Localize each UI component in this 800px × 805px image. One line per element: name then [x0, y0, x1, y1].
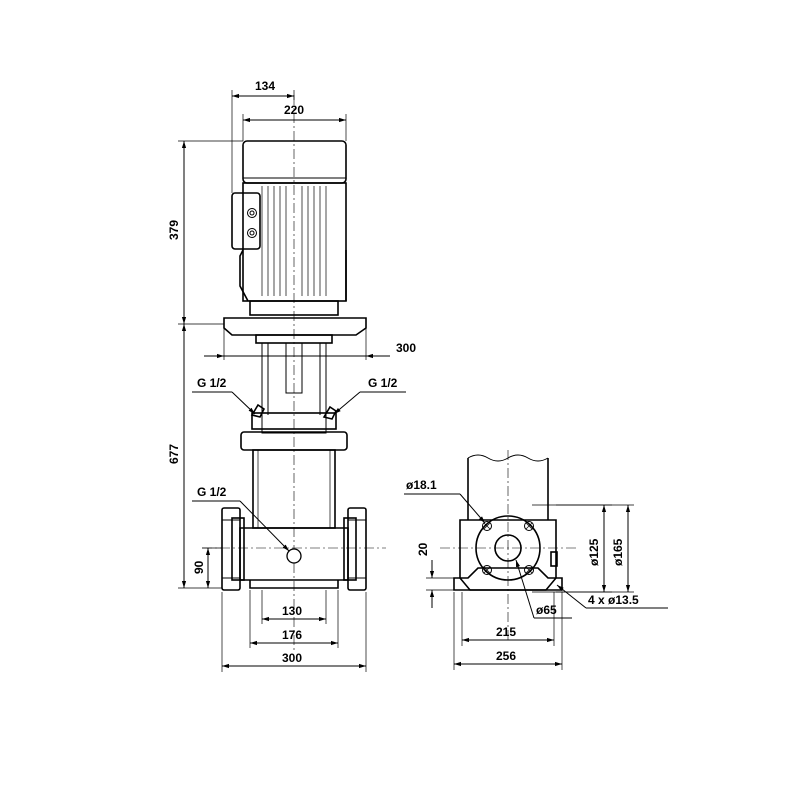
- dim-90: 90: [192, 560, 206, 574]
- side-view: [440, 450, 576, 640]
- dim-379: 379: [167, 220, 181, 240]
- dim-130: 130: [282, 604, 302, 618]
- front-view-dimensions: 134 220 379 677 90 300 130: [167, 79, 416, 672]
- connection-label-right: G 1/2: [368, 376, 398, 390]
- side-view-dimensions: ø18.1 ø125 ø165 20 4 x ø13.5 ø65 215: [404, 478, 668, 670]
- connection-label-left: G 1/2: [197, 376, 227, 390]
- dim-300-base: 300: [282, 651, 302, 665]
- dim-134: 134: [255, 79, 275, 93]
- dim-256: 256: [496, 649, 516, 663]
- motor-cooling-fins: [261, 186, 327, 296]
- dim-677: 677: [167, 444, 181, 464]
- front-view: [202, 95, 386, 650]
- terminal-box: [231, 192, 261, 250]
- dim-215: 215: [496, 625, 516, 639]
- dim-300-flange: 300: [396, 341, 416, 355]
- dim-220: 220: [284, 103, 304, 117]
- dim-dia-125: ø125: [587, 538, 601, 566]
- connection-label-bottom: G 1/2: [197, 485, 227, 499]
- dim-holes: 4 x ø13.5: [588, 593, 639, 607]
- dim-20: 20: [416, 542, 430, 556]
- dim-176: 176: [282, 628, 302, 642]
- dim-dia-65: ø65: [536, 603, 557, 617]
- dim-dia-18-1: ø18.1: [406, 478, 437, 492]
- dim-dia-165: ø165: [611, 538, 625, 566]
